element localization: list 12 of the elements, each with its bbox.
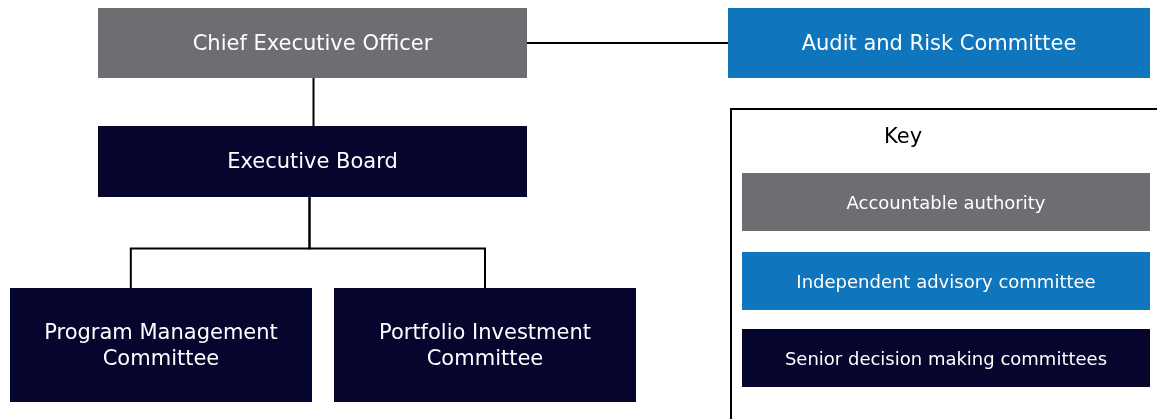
connector-line (308, 196, 486, 289)
committee-box: Audit and Risk Committee (728, 8, 1150, 78)
committee-box: Portfolio Investment Committee (334, 288, 636, 402)
legend-swatch: Independent advisory committee (742, 252, 1150, 310)
executive-box: Chief Executive Officer (98, 8, 527, 78)
committee-box: Program Management Committee (10, 288, 312, 402)
connector-line (526, 42, 729, 44)
legend-swatch: Senior decision making committees (742, 329, 1150, 387)
board-box: Executive Board (98, 126, 527, 197)
key-title: Key (884, 124, 923, 148)
connector-line (312, 77, 315, 127)
legend-swatch: Accountable authority (742, 173, 1150, 231)
